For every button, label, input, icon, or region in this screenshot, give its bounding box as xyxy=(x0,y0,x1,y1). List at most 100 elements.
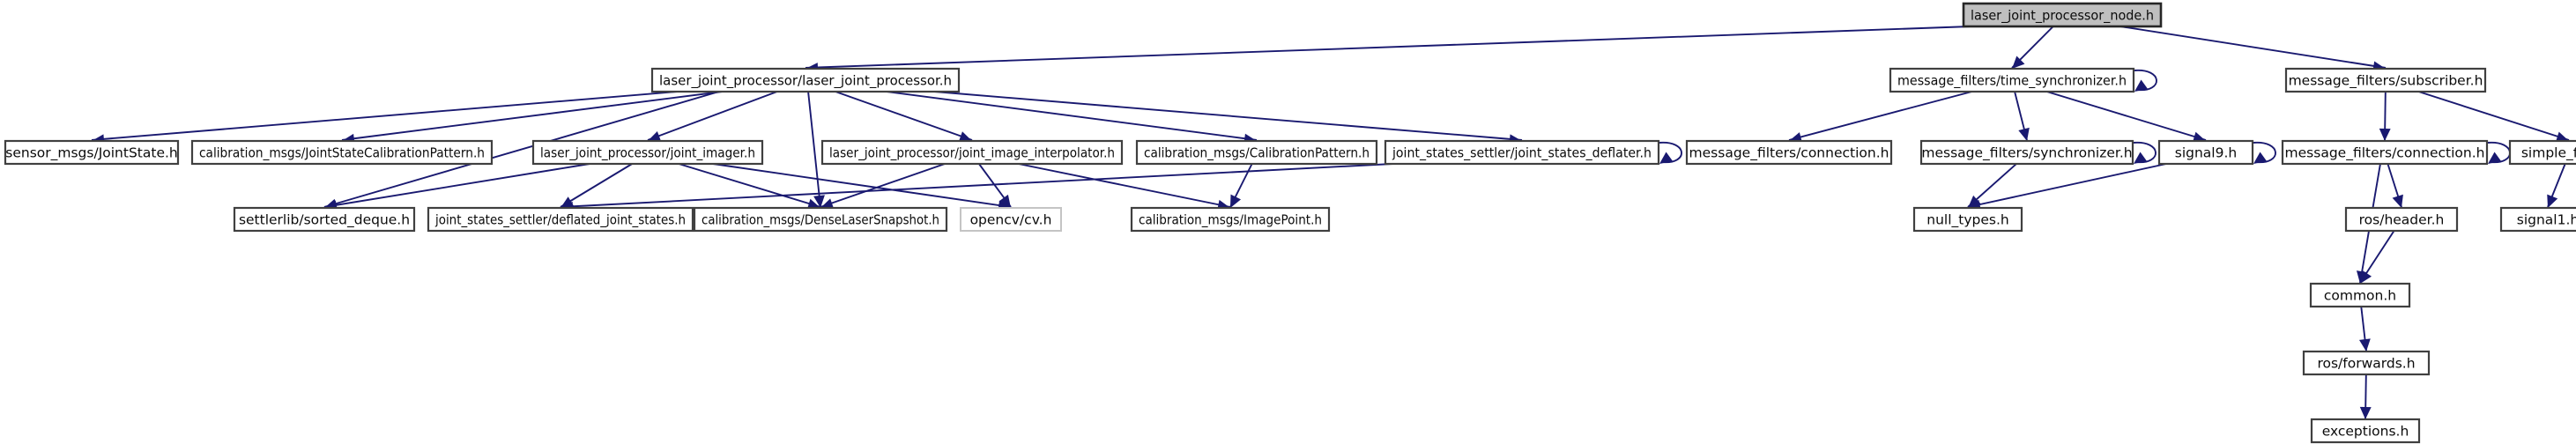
edge-arrowhead xyxy=(1230,194,1242,208)
edge-arrowhead xyxy=(2359,406,2372,419)
edge-self-loop xyxy=(1658,142,1682,163)
graph-node-ros_header[interactable]: ros/header.h xyxy=(2344,206,2459,233)
node-box xyxy=(2157,139,2254,166)
node-label: laser_joint_processor/joint_imager.h xyxy=(540,145,755,162)
graph-node-ljp[interactable]: laser_joint_processor/laser_joint_proces… xyxy=(650,67,961,93)
node-box xyxy=(1384,139,1660,166)
node-label: laser_joint_processor/joint_image_interp… xyxy=(829,145,1115,162)
node-box xyxy=(960,207,1062,232)
node-label: simple_filter.h xyxy=(2521,145,2576,162)
node-box xyxy=(1912,206,2023,233)
graph-node-jii[interactable]: laser_joint_processor/joint_image_interp… xyxy=(820,139,1124,166)
graph-node-deflated_js[interactable]: joint_states_settler/deflated_joint_stat… xyxy=(427,206,694,233)
edge xyxy=(2418,91,2570,141)
node-box xyxy=(2508,139,2576,166)
node-box xyxy=(1889,67,2135,93)
node-label: calibration_msgs/ImagePoint.h xyxy=(1139,212,1322,229)
graph-node-common[interactable]: common.h xyxy=(2309,282,2411,308)
edge-arrowhead xyxy=(2488,152,2502,164)
edge-arrowhead xyxy=(820,198,835,210)
graph-node-image_point[interactable]: calibration_msgs/ImagePoint.h xyxy=(1130,206,1331,233)
edge-self-loop xyxy=(2132,142,2157,163)
node-label: calibration_msgs/CalibrationPattern.h xyxy=(1144,145,1370,162)
edge xyxy=(323,91,719,208)
edge-arrowhead xyxy=(2359,338,2371,352)
node-box xyxy=(1919,139,2134,166)
graph-node-mf_timesync[interactable]: message_filters/time_synchronizer.h xyxy=(1889,67,2135,93)
graph-node-ros_forwards[interactable]: ros/forwards.h xyxy=(2302,350,2431,376)
edge-self-loop xyxy=(2252,142,2276,163)
node-box xyxy=(190,139,494,166)
graph-node-exceptions[interactable]: exceptions.h xyxy=(2310,418,2421,444)
edge xyxy=(713,163,1012,208)
node-box xyxy=(2284,67,2487,93)
edge-arrowhead xyxy=(958,131,972,143)
graph-node-mf_conn_left[interactable]: message_filters/connection.h xyxy=(1685,139,1893,166)
graph-node-mf_subscriber[interactable]: message_filters/subscriber.h xyxy=(2284,67,2487,93)
node-label: message_filters/connection.h xyxy=(1689,145,1889,162)
node-layer: laser_joint_processor_node.h laser_joint_… xyxy=(4,2,2576,444)
edge xyxy=(647,91,778,141)
graph-node-sorted_deque[interactable]: settlerlib/sorted_deque.h xyxy=(233,206,416,233)
graph-node-dls_snapshot[interactable]: calibration_msgs/DenseLaserSnapshot.h xyxy=(693,206,948,233)
node-label: signal1.h xyxy=(2517,212,2576,228)
graph-node-signal1[interactable]: signal1.h xyxy=(2499,206,2576,233)
node-box xyxy=(2281,139,2489,166)
edge xyxy=(679,163,821,208)
graph-node-opencv_cv[interactable]: opencv/cv.h xyxy=(960,207,1062,232)
edge xyxy=(835,91,973,141)
graph-node-mf_sync[interactable]: message_filters/synchronizer.h xyxy=(1919,139,2134,166)
node-label: ros/forwards.h xyxy=(2317,356,2415,372)
node-label: signal9.h xyxy=(2175,145,2237,161)
edge-arrowhead xyxy=(2134,79,2149,92)
node-box xyxy=(531,139,764,166)
edge-arrowhead xyxy=(2253,152,2268,164)
node-label: laser_joint_processor_node.h xyxy=(1971,8,2154,25)
edge-arrowhead xyxy=(1659,152,1674,164)
edge-arrowhead xyxy=(2134,152,2148,164)
edge xyxy=(323,163,590,208)
node-label: joint_states_settler/joint_states_deflat… xyxy=(1392,145,1652,162)
node-box xyxy=(2344,206,2459,233)
graph-node-cal_pattern[interactable]: calibration_msgs/CalibrationPattern.h xyxy=(1135,139,1378,166)
graph-node-signal9[interactable]: signal9.h xyxy=(2157,139,2254,166)
edge xyxy=(2046,91,2207,141)
node-label: laser_joint_processor/laser_joint_proces… xyxy=(659,73,952,90)
graph-node-sensor_js[interactable]: sensor_msgs/JointState.h xyxy=(4,139,180,166)
node-label: joint_states_settler/deflated_joint_stat… xyxy=(434,212,686,229)
graph-node-null_types[interactable]: null_types.h xyxy=(1912,206,2023,233)
edge-layer xyxy=(91,26,2570,419)
edge xyxy=(341,91,723,141)
node-box xyxy=(650,67,961,93)
node-label: message_filters/connection.h xyxy=(2285,145,2485,162)
node-box xyxy=(1962,2,2163,28)
node-label: settlerlib/sorted_deque.h xyxy=(239,212,410,229)
edge xyxy=(887,91,1258,141)
node-box xyxy=(1135,139,1378,166)
node-box xyxy=(820,139,1124,166)
graph-node-cal_jscp[interactable]: calibration_msgs/JointStateCalibrationPa… xyxy=(190,139,494,166)
edge xyxy=(807,91,821,208)
graph-node-root[interactable]: laser_joint_processor_node.h xyxy=(1962,2,2163,28)
edge-arrowhead xyxy=(648,131,662,143)
node-box xyxy=(427,206,694,233)
edge-arrowhead xyxy=(998,194,1011,208)
node-label: ros/header.h xyxy=(2359,212,2445,228)
edge xyxy=(1018,163,1231,208)
graph-node-simple_filter[interactable]: simple_filter.h xyxy=(2508,139,2576,166)
graph-node-mf_conn_right[interactable]: message_filters/connection.h xyxy=(2281,139,2489,166)
node-label: opencv/cv.h xyxy=(970,212,1052,228)
graph-node-js_deflater[interactable]: joint_states_settler/joint_states_deflat… xyxy=(1384,139,1660,166)
edge-arrowhead xyxy=(2018,127,2030,141)
edge xyxy=(2119,26,2387,69)
edge xyxy=(820,163,946,208)
node-box xyxy=(693,206,948,233)
node-label: null_types.h xyxy=(1926,212,2008,229)
node-label: calibration_msgs/JointStateCalibrationPa… xyxy=(199,145,485,162)
edge xyxy=(91,91,678,141)
node-label: message_filters/time_synchronizer.h xyxy=(1897,73,2127,90)
edge xyxy=(805,26,1971,69)
graph-node-joint_imager[interactable]: laser_joint_processor/joint_imager.h xyxy=(531,139,764,166)
edge-arrowhead xyxy=(2012,56,2025,69)
